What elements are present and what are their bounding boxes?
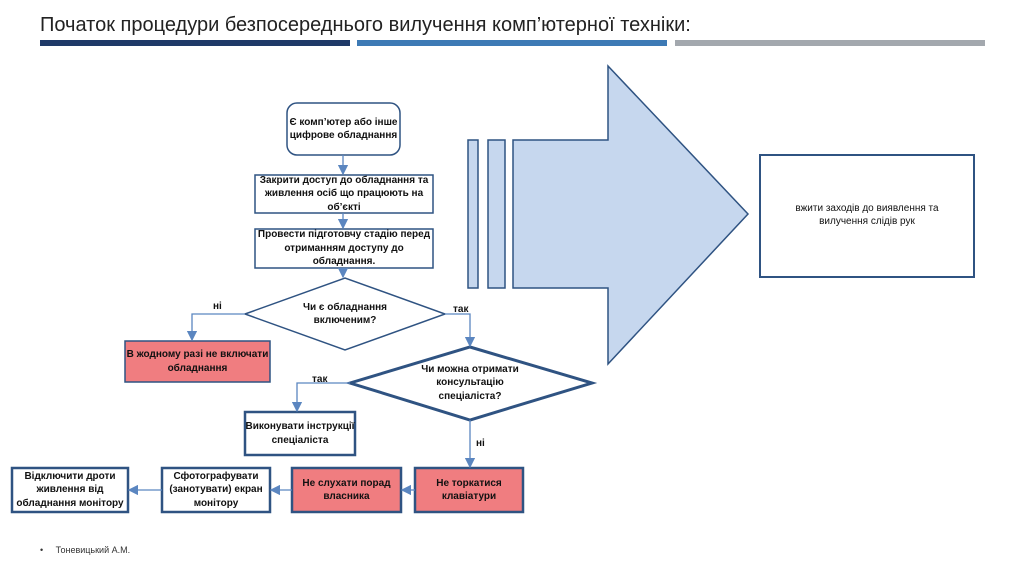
author: Тоневицький А.М. — [55, 545, 131, 555]
footer: • Тоневицький А.М. — [40, 545, 130, 555]
follow-text: Виконувати інструкції спеціаліста — [245, 421, 355, 446]
disconnect-text: Відключити дроти живлення від обладнання… — [16, 470, 124, 509]
photo-box — [160, 466, 272, 514]
prepare-text: Провести підготовчу стадію перед отриман… — [257, 229, 431, 268]
fingerprints-text: вжити заходів до виявлення та вилучення … — [795, 202, 939, 228]
big-arrow — [467, 64, 750, 366]
fingerprints-box — [759, 154, 975, 278]
dont-touch-text: Не торкатися клавіатури — [436, 477, 502, 503]
close-access-text: Закрити доступ до обладнання та живлення… — [259, 174, 429, 213]
title-bar-blue — [357, 40, 667, 46]
follow-box — [243, 410, 357, 457]
dont-listen-text: Не слухати порад власника — [302, 477, 391, 503]
label-yes-2: так — [312, 374, 328, 385]
never-on-box — [124, 340, 271, 383]
disconnect-box — [10, 466, 130, 514]
connectors — [127, 155, 476, 496]
photo-text: Сфотографувати (занотувати) екран моніто… — [169, 470, 263, 509]
close-access-box — [254, 174, 434, 214]
title-bar-dark — [40, 40, 350, 46]
label-yes-1: так — [453, 304, 469, 315]
page-title: Початок процедури безпосереднього вилуче… — [40, 14, 691, 36]
label-no-1: ні — [213, 301, 222, 312]
label-no-2: ні — [476, 438, 485, 449]
bullet-icon: • — [40, 545, 44, 555]
never-on-text: В жодному разі не включати обладнання — [126, 349, 269, 374]
dont-touch-box — [413, 466, 525, 514]
consult-diamond — [344, 345, 598, 422]
dont-listen-box — [290, 466, 403, 514]
consult-text: Чи можна отримати консультацію спеціаліс… — [421, 363, 519, 402]
start-text: Є комп’ютер або інше цифрове обладнання — [289, 116, 398, 142]
title-bar-gray — [675, 40, 985, 46]
is-on-text: Чи є обладнання включеним? — [302, 301, 388, 327]
